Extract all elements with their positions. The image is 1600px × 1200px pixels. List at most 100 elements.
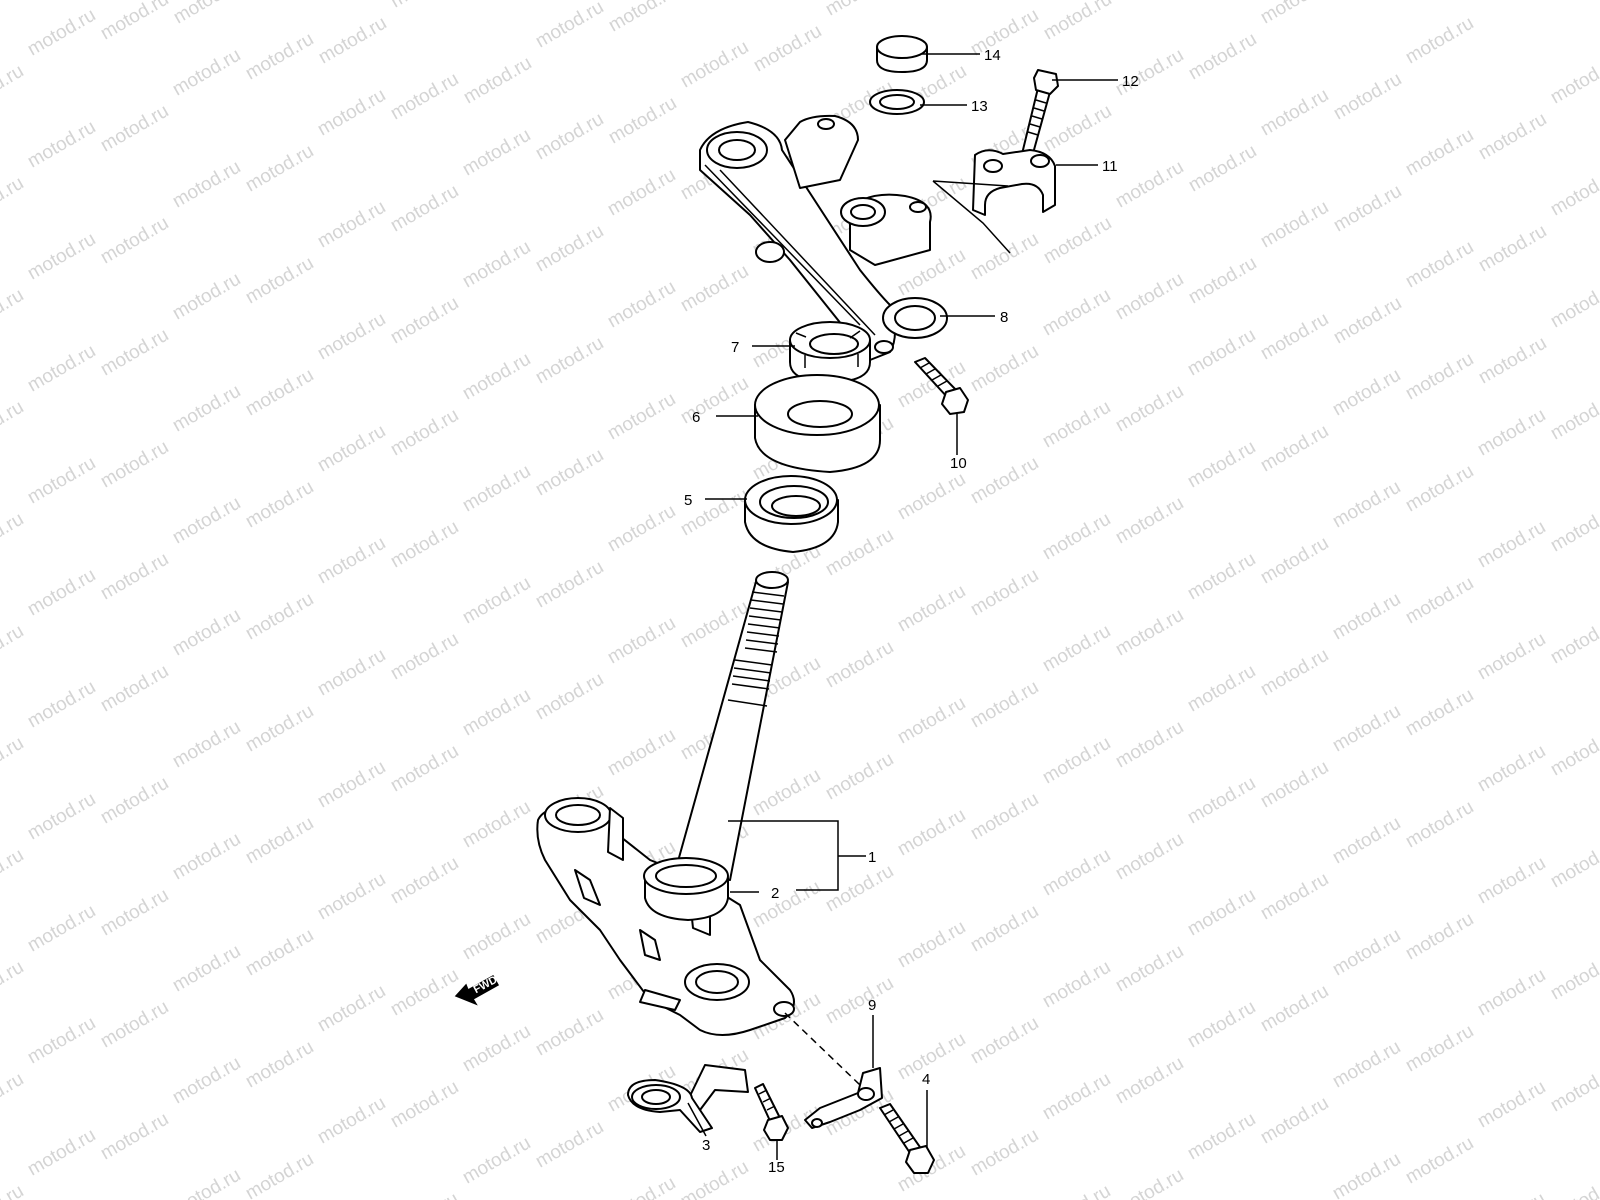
watermark-text: motod.ru: [1185, 141, 1260, 197]
part-4-bolt: [879, 1103, 935, 1174]
watermark-text: motod.ru: [459, 125, 534, 181]
watermark-text: motod.ru: [1474, 741, 1549, 797]
watermark-text: motod.ru: [97, 1109, 172, 1165]
watermark-text: motod.ru: [1184, 661, 1259, 717]
watermark-text: motod.ru: [459, 1021, 534, 1077]
watermark-text: motod.ru: [967, 5, 1042, 61]
watermark-text: motod.ru: [242, 925, 317, 981]
watermark-text: motod.ru: [894, 1141, 969, 1197]
part-14-cap: [876, 35, 928, 73]
watermark-text: motod.ru: [1039, 397, 1114, 453]
watermark-text: motod.ru: [1184, 549, 1259, 605]
part-10-bolt: [914, 357, 969, 415]
watermark-text: motod.ru: [97, 997, 172, 1053]
watermark-text: motod.ru: [242, 1149, 317, 1200]
watermark-text: motod.ru: [1475, 109, 1550, 165]
watermark-text: motod.ru: [97, 549, 172, 605]
watermark-text: motod.ru: [24, 677, 99, 733]
part-13-washer: [869, 89, 925, 115]
part-3-clamp: [627, 1064, 749, 1133]
watermark-text: motod.ru: [677, 373, 752, 429]
watermark-text: motod.ru: [1474, 965, 1549, 1021]
watermark-text: motod.ru: [242, 701, 317, 757]
watermark-text: motod.ru: [387, 293, 462, 349]
watermark-text: motod.ru: [242, 253, 317, 309]
part-15-bolt: [754, 1083, 789, 1141]
watermark-text: motod.ru: [1257, 981, 1332, 1037]
watermark-text: motod.ru: [460, 53, 535, 109]
callout-8: 8: [1000, 309, 1008, 326]
watermark-text: motod.ru: [677, 1157, 752, 1200]
watermark-text: motod.ru: [24, 117, 99, 173]
watermark-text: motod.ru: [1402, 349, 1477, 405]
watermark-text: motod.ru: [1329, 477, 1404, 533]
watermark-text: motod.ru: [822, 861, 897, 917]
watermark-text: motod.ru: [0, 61, 27, 117]
watermark-text: motod.ru: [532, 669, 607, 725]
watermark-text: motod.ru: [1547, 725, 1600, 781]
watermark-text: motod.ru: [604, 725, 679, 781]
watermark-text: motod.ru: [24, 789, 99, 845]
watermark-text: motod.ru: [532, 333, 607, 389]
watermark-text: motod.ru: [0, 1069, 27, 1125]
watermark-text: motod.ru: [24, 453, 99, 509]
watermark-text: motod.ru: [387, 517, 462, 573]
watermark-text: motod.ru: [1547, 501, 1600, 557]
watermark-text: motod.ru: [604, 277, 679, 333]
watermark-text: motod.ru: [314, 85, 389, 141]
watermark-text: motod.ru: [1185, 29, 1260, 85]
watermark-text: motod.ru: [1402, 125, 1477, 181]
watermark-text: motod.ru: [97, 437, 172, 493]
watermark-text: motod.ru: [314, 1093, 389, 1149]
watermark-text: motod.ru: [895, 0, 970, 4]
watermark-text: motod.ru: [894, 693, 969, 749]
watermark-text: motod.ru: [677, 261, 752, 317]
watermark-text: motod.ru: [97, 661, 172, 717]
watermark-text: motod.ru: [387, 69, 462, 125]
watermark-text: motod.ru: [0, 957, 27, 1013]
watermark-text: motod.ru: [24, 1013, 99, 1069]
watermark-text: motod.ru: [1547, 389, 1600, 445]
watermark-text: motod.ru: [1112, 717, 1187, 773]
watermark-text: motod.ru: [1184, 773, 1259, 829]
watermark-text: motod.ru: [967, 341, 1042, 397]
watermark-text: motod.ru: [97, 101, 172, 157]
callout-numbers: 14 13 12 11 8 7 6 5 10 1 2 3 15 9 4: [684, 47, 1139, 1176]
watermark-text: motod.ru: [1039, 957, 1114, 1013]
watermark-text: motod.ru: [1040, 213, 1115, 269]
callout-7: 7: [731, 339, 739, 356]
watermark-text: motod.ru: [242, 29, 317, 85]
watermark-text: motod.ru: [387, 405, 462, 461]
watermark-text: motod.ru: [749, 877, 824, 933]
watermark-text: motod.ru: [97, 213, 172, 269]
watermark-text: motod.ru: [1257, 309, 1332, 365]
watermark-text: motod.ru: [1402, 13, 1477, 69]
fwd-arrow-icon: FWD: [454, 974, 499, 1006]
watermark-text: motod.ru: [1184, 997, 1259, 1053]
part-1-steering-stem: [674, 571, 789, 881]
watermark-text: motod.ru: [1040, 0, 1115, 44]
watermark-text: motod.ru: [1257, 869, 1332, 925]
watermark-text: motod.ru: [242, 365, 317, 421]
watermark-text: motod.ru: [967, 453, 1042, 509]
watermark-text: motod.ru: [169, 157, 244, 213]
watermark-text: motod.ru: [314, 645, 389, 701]
watermark-text: motod.ru: [169, 605, 244, 661]
watermark-text: motod.ru: [894, 469, 969, 525]
callout-4: 4: [922, 1071, 930, 1088]
watermark-text: motod.ru: [750, 21, 825, 77]
watermark-text: motod.ru: [1112, 829, 1187, 885]
watermark-text: motod.ru: [1402, 1133, 1477, 1189]
watermark-text: motod.ru: [0, 397, 27, 453]
watermark-text: motod.ru: [1474, 629, 1549, 685]
watermark-text: motod.ru: [1112, 157, 1187, 213]
watermark-text: motod.ru: [532, 1005, 607, 1061]
watermark-text: motod.ru: [532, 109, 607, 165]
watermark-text: motod.ru: [1112, 381, 1187, 437]
callout-6: 6: [692, 409, 700, 426]
watermark-text: motod.ru: [387, 1077, 462, 1133]
watermark-text: motod.ru: [1257, 533, 1332, 589]
watermark-text: motod.ru: [0, 845, 27, 901]
